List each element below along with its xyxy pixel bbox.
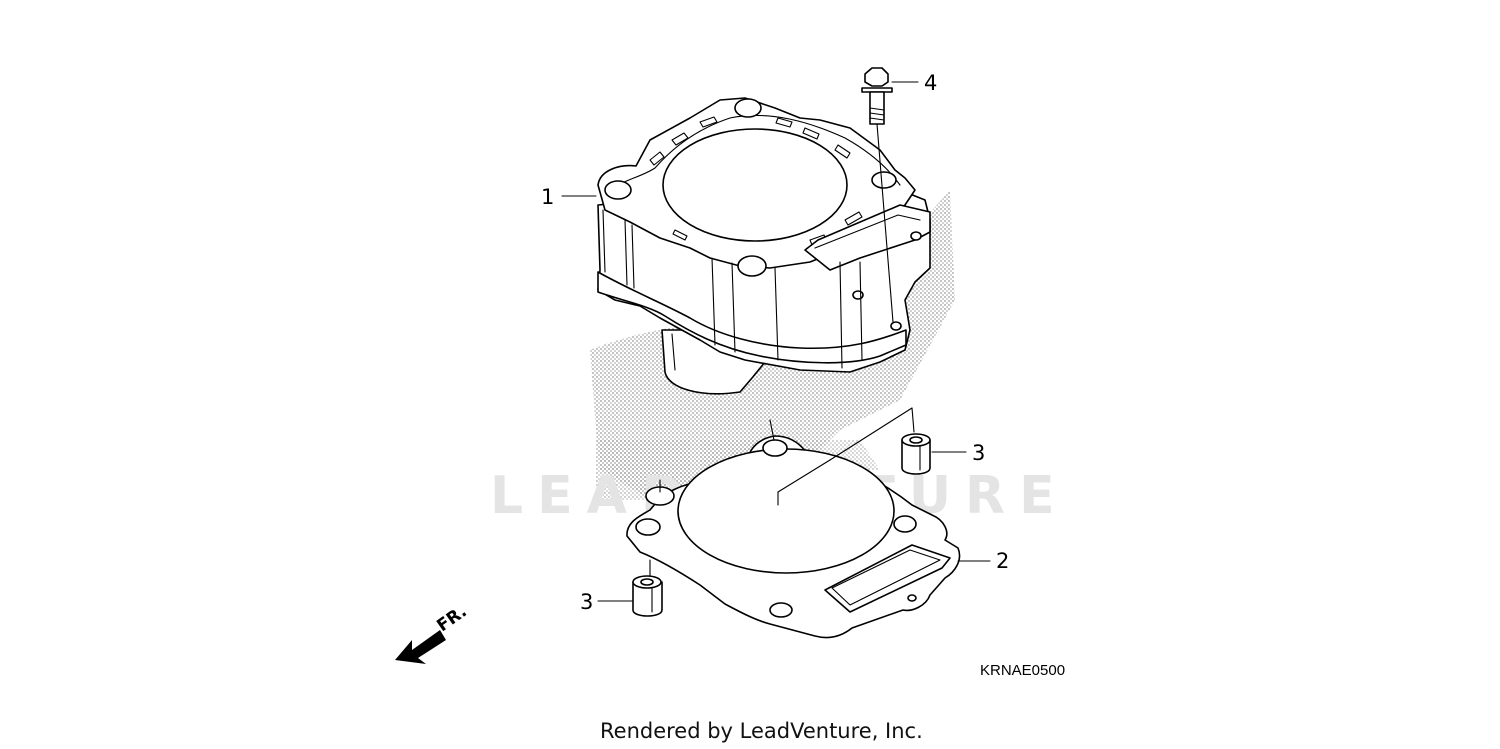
callout-dowel-pin-left: 3 — [580, 590, 593, 614]
callout-dowel-pin-right: 3 — [972, 441, 985, 465]
callout-leaders — [561, 81, 991, 602]
footer-credit: Rendered by LeadVenture, Inc. — [600, 719, 923, 743]
flange-bolt-part — [861, 67, 894, 323]
cylinder-gasket-part — [626, 435, 961, 639]
cylinder-part — [597, 97, 931, 395]
callout-cylinder: 1 — [541, 185, 554, 209]
callout-gasket: 2 — [996, 549, 1009, 573]
front-direction-indicator: FR. — [395, 602, 471, 664]
dowel-leader-lines — [769, 407, 915, 506]
diagram-code: KRNAE0500 — [980, 662, 1065, 679]
callout-flange-bolt: 4 — [924, 71, 937, 95]
dowel-pin-left-part — [632, 559, 663, 617]
dowel-pin-right-part — [901, 433, 931, 475]
front-arrow-icon — [395, 630, 446, 664]
